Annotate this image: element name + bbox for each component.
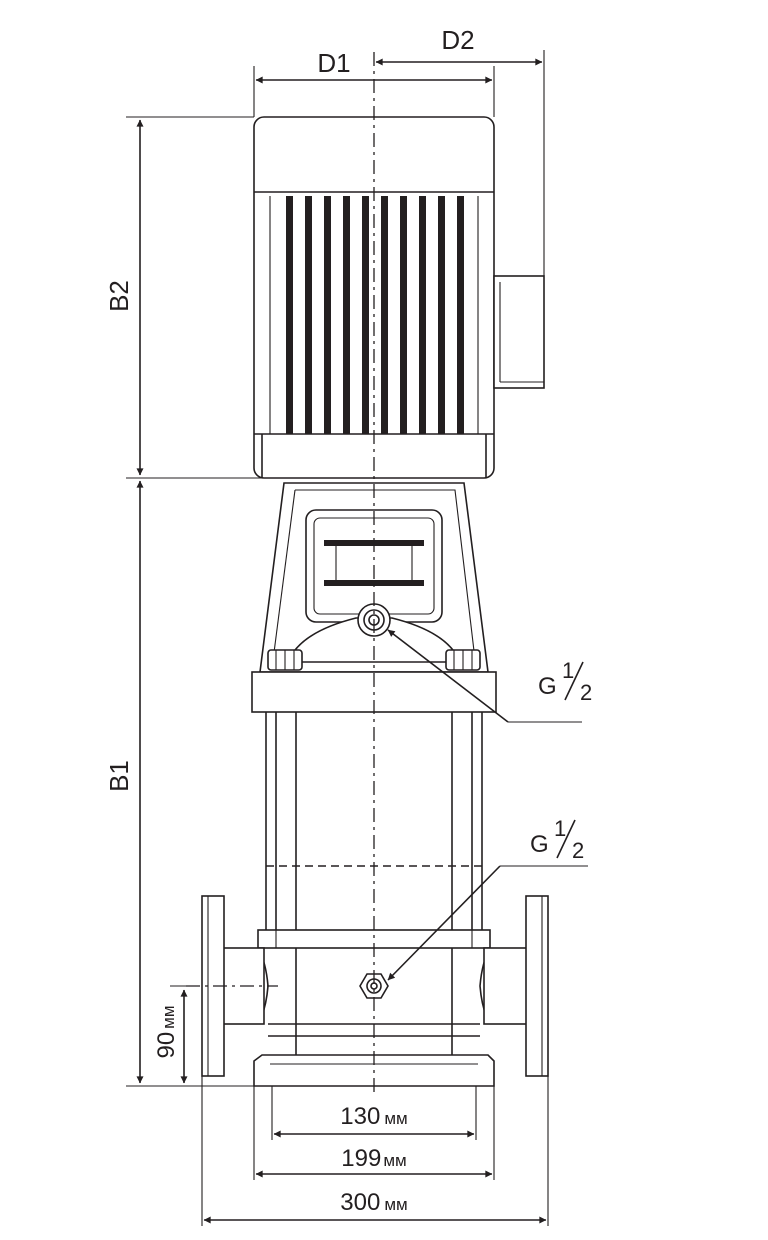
- label-b1: B1: [104, 760, 134, 792]
- label-90-unit: мм: [159, 1005, 178, 1028]
- label-90-value: 90: [153, 1032, 180, 1059]
- leader-upper-g: [387, 629, 509, 723]
- label-g-lower: G 1 2: [530, 816, 584, 863]
- label-300-value: 300: [340, 1189, 380, 1216]
- g-lower-num: 1: [554, 816, 566, 841]
- dimension-lines: [136, 58, 547, 1224]
- g-upper-letter: G: [538, 673, 557, 700]
- g-lower-letter: G: [530, 831, 549, 858]
- svg-text:90мм: 90 мм: [153, 1005, 180, 1058]
- label-199-unit: мм: [383, 1151, 406, 1170]
- leader-lines: [387, 629, 588, 981]
- label-d1: D1: [317, 48, 350, 78]
- label-90mm: 90 мм: [153, 1005, 180, 1058]
- label-199-value: 199: [341, 1145, 381, 1172]
- extension-lines: [126, 50, 549, 1226]
- label-g-upper: G 1 2: [538, 658, 592, 705]
- leader-lower-g: [387, 865, 501, 981]
- label-b2: B2: [104, 280, 134, 312]
- cooling-fins: [269, 196, 479, 434]
- g-upper-den: 2: [580, 680, 592, 705]
- label-300-unit: мм: [384, 1195, 407, 1214]
- label-130-unit: мм: [384, 1109, 407, 1128]
- g-upper-num: 1: [562, 658, 574, 683]
- outlet-flange: [483, 895, 549, 1077]
- label-d2: D2: [441, 25, 474, 55]
- label-130-value: 130: [340, 1103, 380, 1130]
- terminal-box: [493, 275, 545, 389]
- g-lower-den: 2: [572, 838, 584, 863]
